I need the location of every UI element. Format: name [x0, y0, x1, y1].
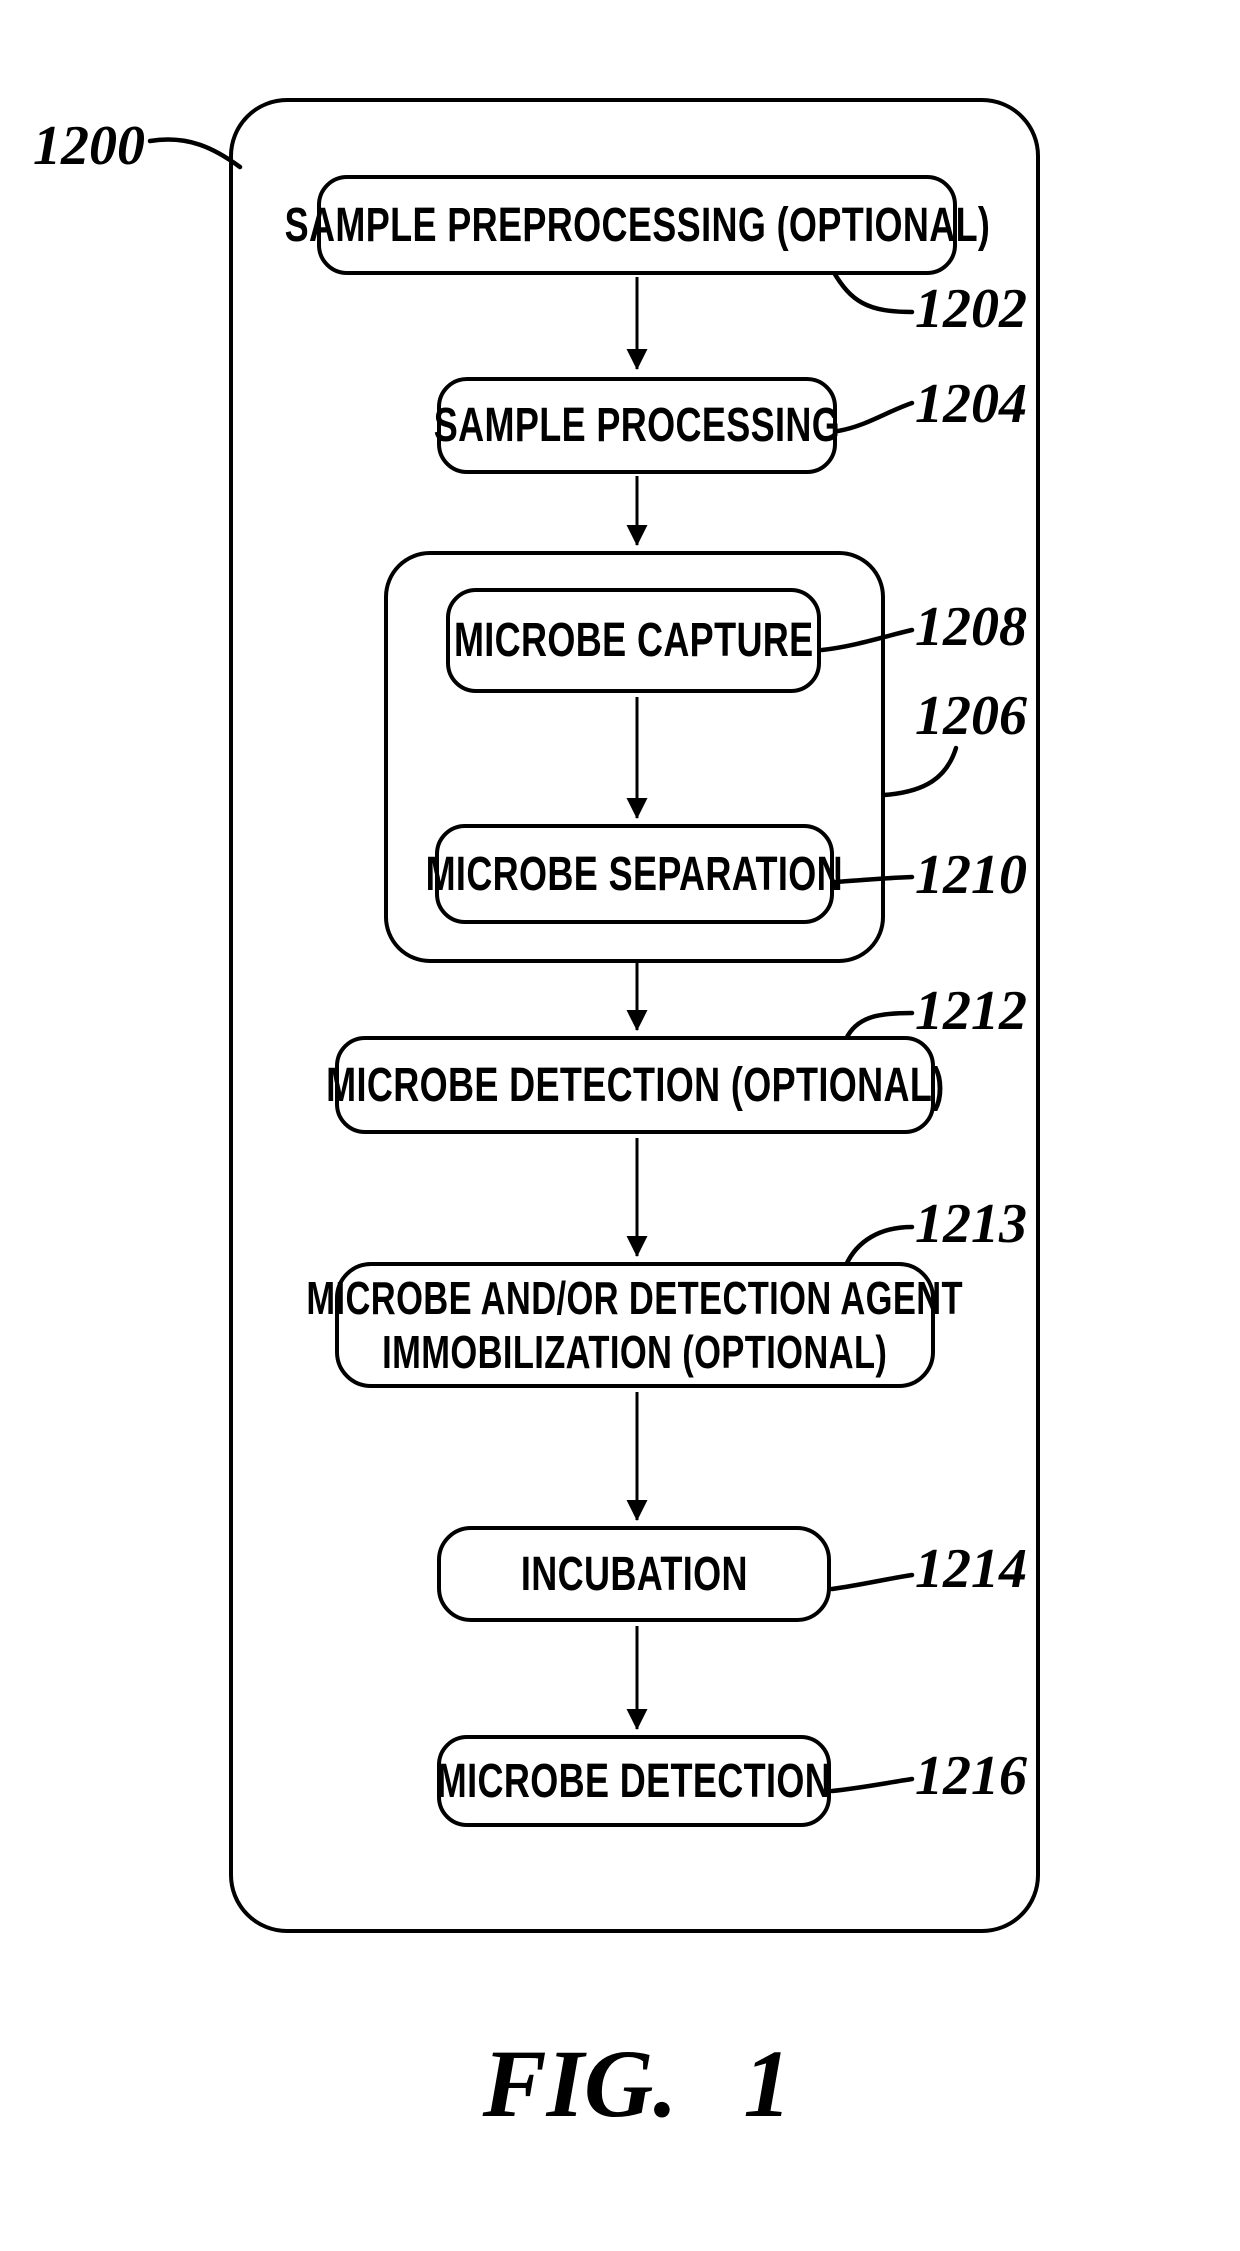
outer-boundary-box	[229, 98, 1040, 1933]
ref-label-1213: 1213	[915, 1193, 1027, 1255]
flow-box-microbe-detection: MICROBE DETECTION	[437, 1735, 831, 1827]
figure-caption-prefix: FIG.	[482, 2030, 678, 2137]
figure-caption: FIG.1	[337, 2036, 937, 2132]
ref-label-1204: 1204	[915, 373, 1027, 435]
flow-box-label: SAMPLE PROCESSING	[433, 399, 841, 452]
ref-label-1202: 1202	[915, 278, 1027, 340]
flow-box-label: MICROBE DETECTION (OPTIONAL)	[325, 1058, 945, 1112]
ref-label-1214: 1214	[915, 1538, 1027, 1600]
ref-label-1208: 1208	[915, 596, 1027, 658]
flow-box-label: MICROBE CAPTURE	[453, 614, 814, 667]
flow-box-sample-processing: SAMPLE PROCESSING	[433, 377, 841, 474]
flow-box-microbe-detection-optional: MICROBE DETECTION (OPTIONAL)	[326, 1036, 944, 1134]
flow-box-label-line1: MICROBE AND/OR DETECTION AGENT	[306, 1271, 964, 1324]
flow-box-sample-preprocessing: SAMPLE PREPROCESSING (OPTIONAL)	[284, 175, 989, 275]
figure-caption-number: 1	[743, 2030, 792, 2137]
flow-box-label: MICROBE SEPARATION	[425, 847, 844, 901]
leader-1200	[147, 137, 243, 170]
flow-box-label: MICROBE DETECTION	[436, 1754, 832, 1808]
flow-box-label: SAMPLE PREPROCESSING (OPTIONAL)	[284, 198, 990, 252]
ref-label-1200: 1200	[33, 115, 145, 177]
group-box-capture-separation	[384, 551, 885, 963]
flow-box-microbe-separation: MICROBE SEPARATION	[426, 824, 843, 924]
flow-box-label: INCUBATION	[520, 1547, 748, 1601]
ref-label-1210: 1210	[915, 844, 1027, 906]
ref-label-1212: 1212	[915, 980, 1027, 1042]
flow-box-microbe-capture: MICROBE CAPTURE	[446, 588, 821, 693]
flow-box-incubation: INCUBATION	[437, 1526, 831, 1622]
flow-box-immobilization: MICROBE AND/OR DETECTION AGENT IMMOBILIZ…	[307, 1262, 963, 1388]
ref-label-1216: 1216	[915, 1745, 1027, 1807]
ref-label-1206: 1206	[915, 685, 1027, 747]
flow-box-label-line2: IMMOBILIZATION (OPTIONAL)	[382, 1326, 888, 1378]
